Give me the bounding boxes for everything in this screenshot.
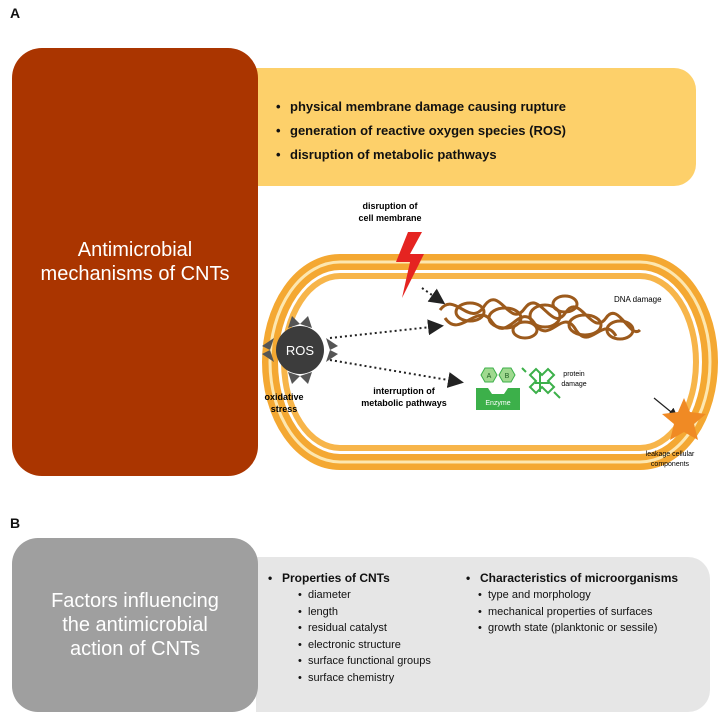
mechanism-item: •disruption of metabolic pathways [276, 147, 497, 162]
mechanism-item: •physical membrane damage causing ruptur… [276, 99, 566, 114]
leakage-label-line2: components [651, 461, 690, 468]
ros-symbol [262, 316, 338, 384]
enzyme-a-label: A [487, 373, 492, 380]
property-item: •surface functional groups [298, 655, 431, 667]
property-item: •surface chemistry [298, 671, 395, 684]
ros-label: ROS [286, 343, 315, 358]
leakage-label-line1: leakage cellular [646, 451, 695, 458]
mechanisms-list-box: •physical membrane damage causing ruptur… [256, 68, 696, 186]
property-item: •diameter [298, 589, 351, 601]
factors-influencing-box: Factors influencing the antimicrobial ac… [12, 538, 258, 712]
panel-a-title: Antimicrobial mechanisms of CNTs [40, 239, 230, 285]
arrow-ros-enzyme [329, 359, 464, 388]
oxidative-stress-line2: stress [271, 404, 298, 414]
interruption-label-line1: interruption of [373, 386, 435, 396]
mechanism-item: •generation of reactive oxygen species (… [276, 123, 566, 138]
properties-column: •Properties of CNTs •diameter •length •r… [268, 569, 431, 686]
microorganisms-heading: •Characteristics of microorganisms [466, 571, 679, 585]
micro-item: •type and morphology [478, 589, 591, 601]
factors-list-box: •Properties of CNTs •diameter •length •r… [256, 557, 710, 712]
protein-damage-line1: protein [563, 371, 585, 378]
property-item: •length [298, 605, 338, 618]
arrow-ros-dna [329, 319, 444, 339]
interruption-label-line2: metabolic pathways [361, 398, 447, 408]
property-item: •residual catalyst [298, 622, 387, 634]
arrow-bolt-dna [421, 287, 446, 305]
panel-b-title: Factors influencing the antimicrobial ac… [51, 590, 219, 660]
panel-a-letter: A [10, 5, 21, 21]
membrane-label-line2: cell membrane [358, 213, 421, 223]
protein-icon [521, 367, 561, 399]
enzyme-icon [476, 367, 520, 410]
leakage-star-icon [662, 398, 706, 440]
enzyme-label: Enzyme [485, 400, 510, 407]
dna-strand [438, 294, 642, 341]
micro-item: •growth state (planktonic or sessile) [478, 622, 658, 634]
dna-damage-label: DNA damage [614, 295, 662, 304]
properties-heading: •Properties of CNTs [268, 571, 390, 585]
properties-list: •diameter •length •residual catalyst •el… [268, 587, 431, 686]
panel-b-letter: B [10, 515, 21, 531]
lightning-icon [396, 232, 424, 298]
membrane-label-line1: disruption of [363, 201, 419, 211]
enzyme-b-label: B [505, 373, 510, 380]
protein-damage-line2: damage [561, 381, 586, 388]
micro-item: •mechanical properties of surfaces [478, 605, 653, 618]
property-item: •electronic structure [298, 638, 401, 651]
mechanisms-list: •physical membrane damage causing ruptur… [276, 95, 566, 167]
microorganisms-list: •type and morphology •mechanical propert… [466, 587, 678, 637]
antimicrobial-mechanisms-box: Antimicrobial mechanisms of CNTs [12, 48, 258, 476]
bacterium-diagram: ROS A B Enzyme disruption of cell membra… [262, 201, 718, 470]
microorganisms-column: •Characteristics of microorganisms •type… [466, 569, 678, 637]
oxidative-stress-line1: oxidative [264, 392, 303, 402]
